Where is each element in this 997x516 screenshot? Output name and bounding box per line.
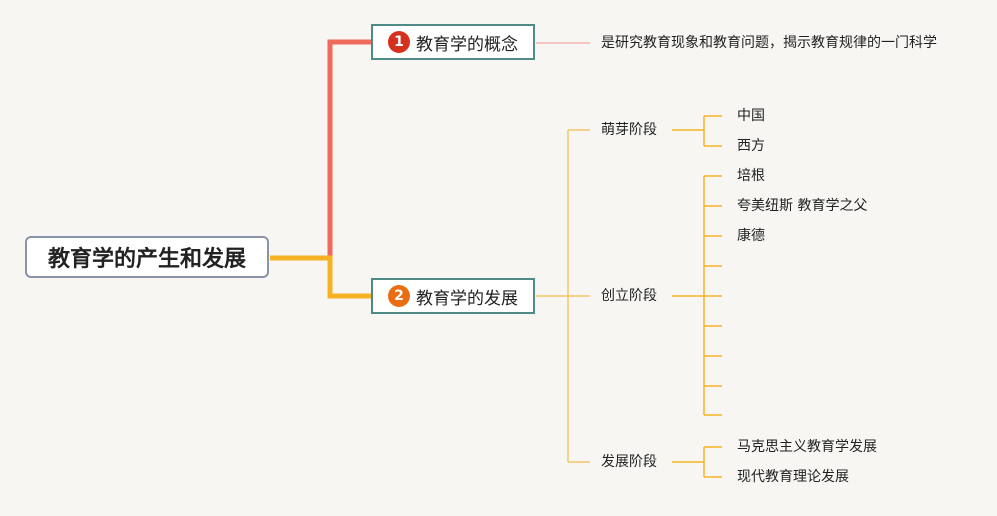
item-node-bacon[interactable]: 培根 — [737, 168, 765, 184]
root-topic-label: 教育学的产生和发展 — [47, 247, 246, 272]
connector-items — [672, 115, 722, 478]
connector-branch-2 — [270, 255, 372, 299]
item-node-west[interactable]: 西方 — [737, 138, 765, 154]
item-node-marxist[interactable]: 马克思主义教育学发展 — [737, 439, 877, 455]
number-badge-1: 1 — [388, 31, 410, 53]
stage-node-embryonic[interactable]: 萌芽阶段 — [601, 122, 657, 138]
item-node-china[interactable]: 中国 — [737, 108, 765, 124]
definition-node[interactable]: 是研究教育现象和教育问题，揭示教育规律的一门科学 — [601, 35, 937, 51]
branch-development[interactable]: 2 教育学的发展 — [371, 278, 535, 314]
branch-concept-label: 教育学的概念 — [416, 34, 518, 55]
stage-node-developing[interactable]: 发展阶段 — [601, 454, 657, 470]
number-badge-2: 2 — [388, 285, 410, 307]
stage-node-founding[interactable]: 创立阶段 — [601, 288, 657, 304]
item-node-modern[interactable]: 现代教育理论发展 — [737, 469, 849, 485]
item-node-comenius[interactable]: 夸美纽斯 教育学之父 — [737, 198, 868, 214]
connector-stages — [536, 129, 590, 463]
connector-branch-1 — [270, 39, 372, 261]
branch-development-label: 教育学的发展 — [416, 288, 518, 309]
branch-concept[interactable]: 1 教育学的概念 — [371, 24, 535, 60]
item-node-kant[interactable]: 康德 — [737, 228, 765, 244]
root-topic[interactable]: 教育学的产生和发展 — [25, 236, 269, 278]
